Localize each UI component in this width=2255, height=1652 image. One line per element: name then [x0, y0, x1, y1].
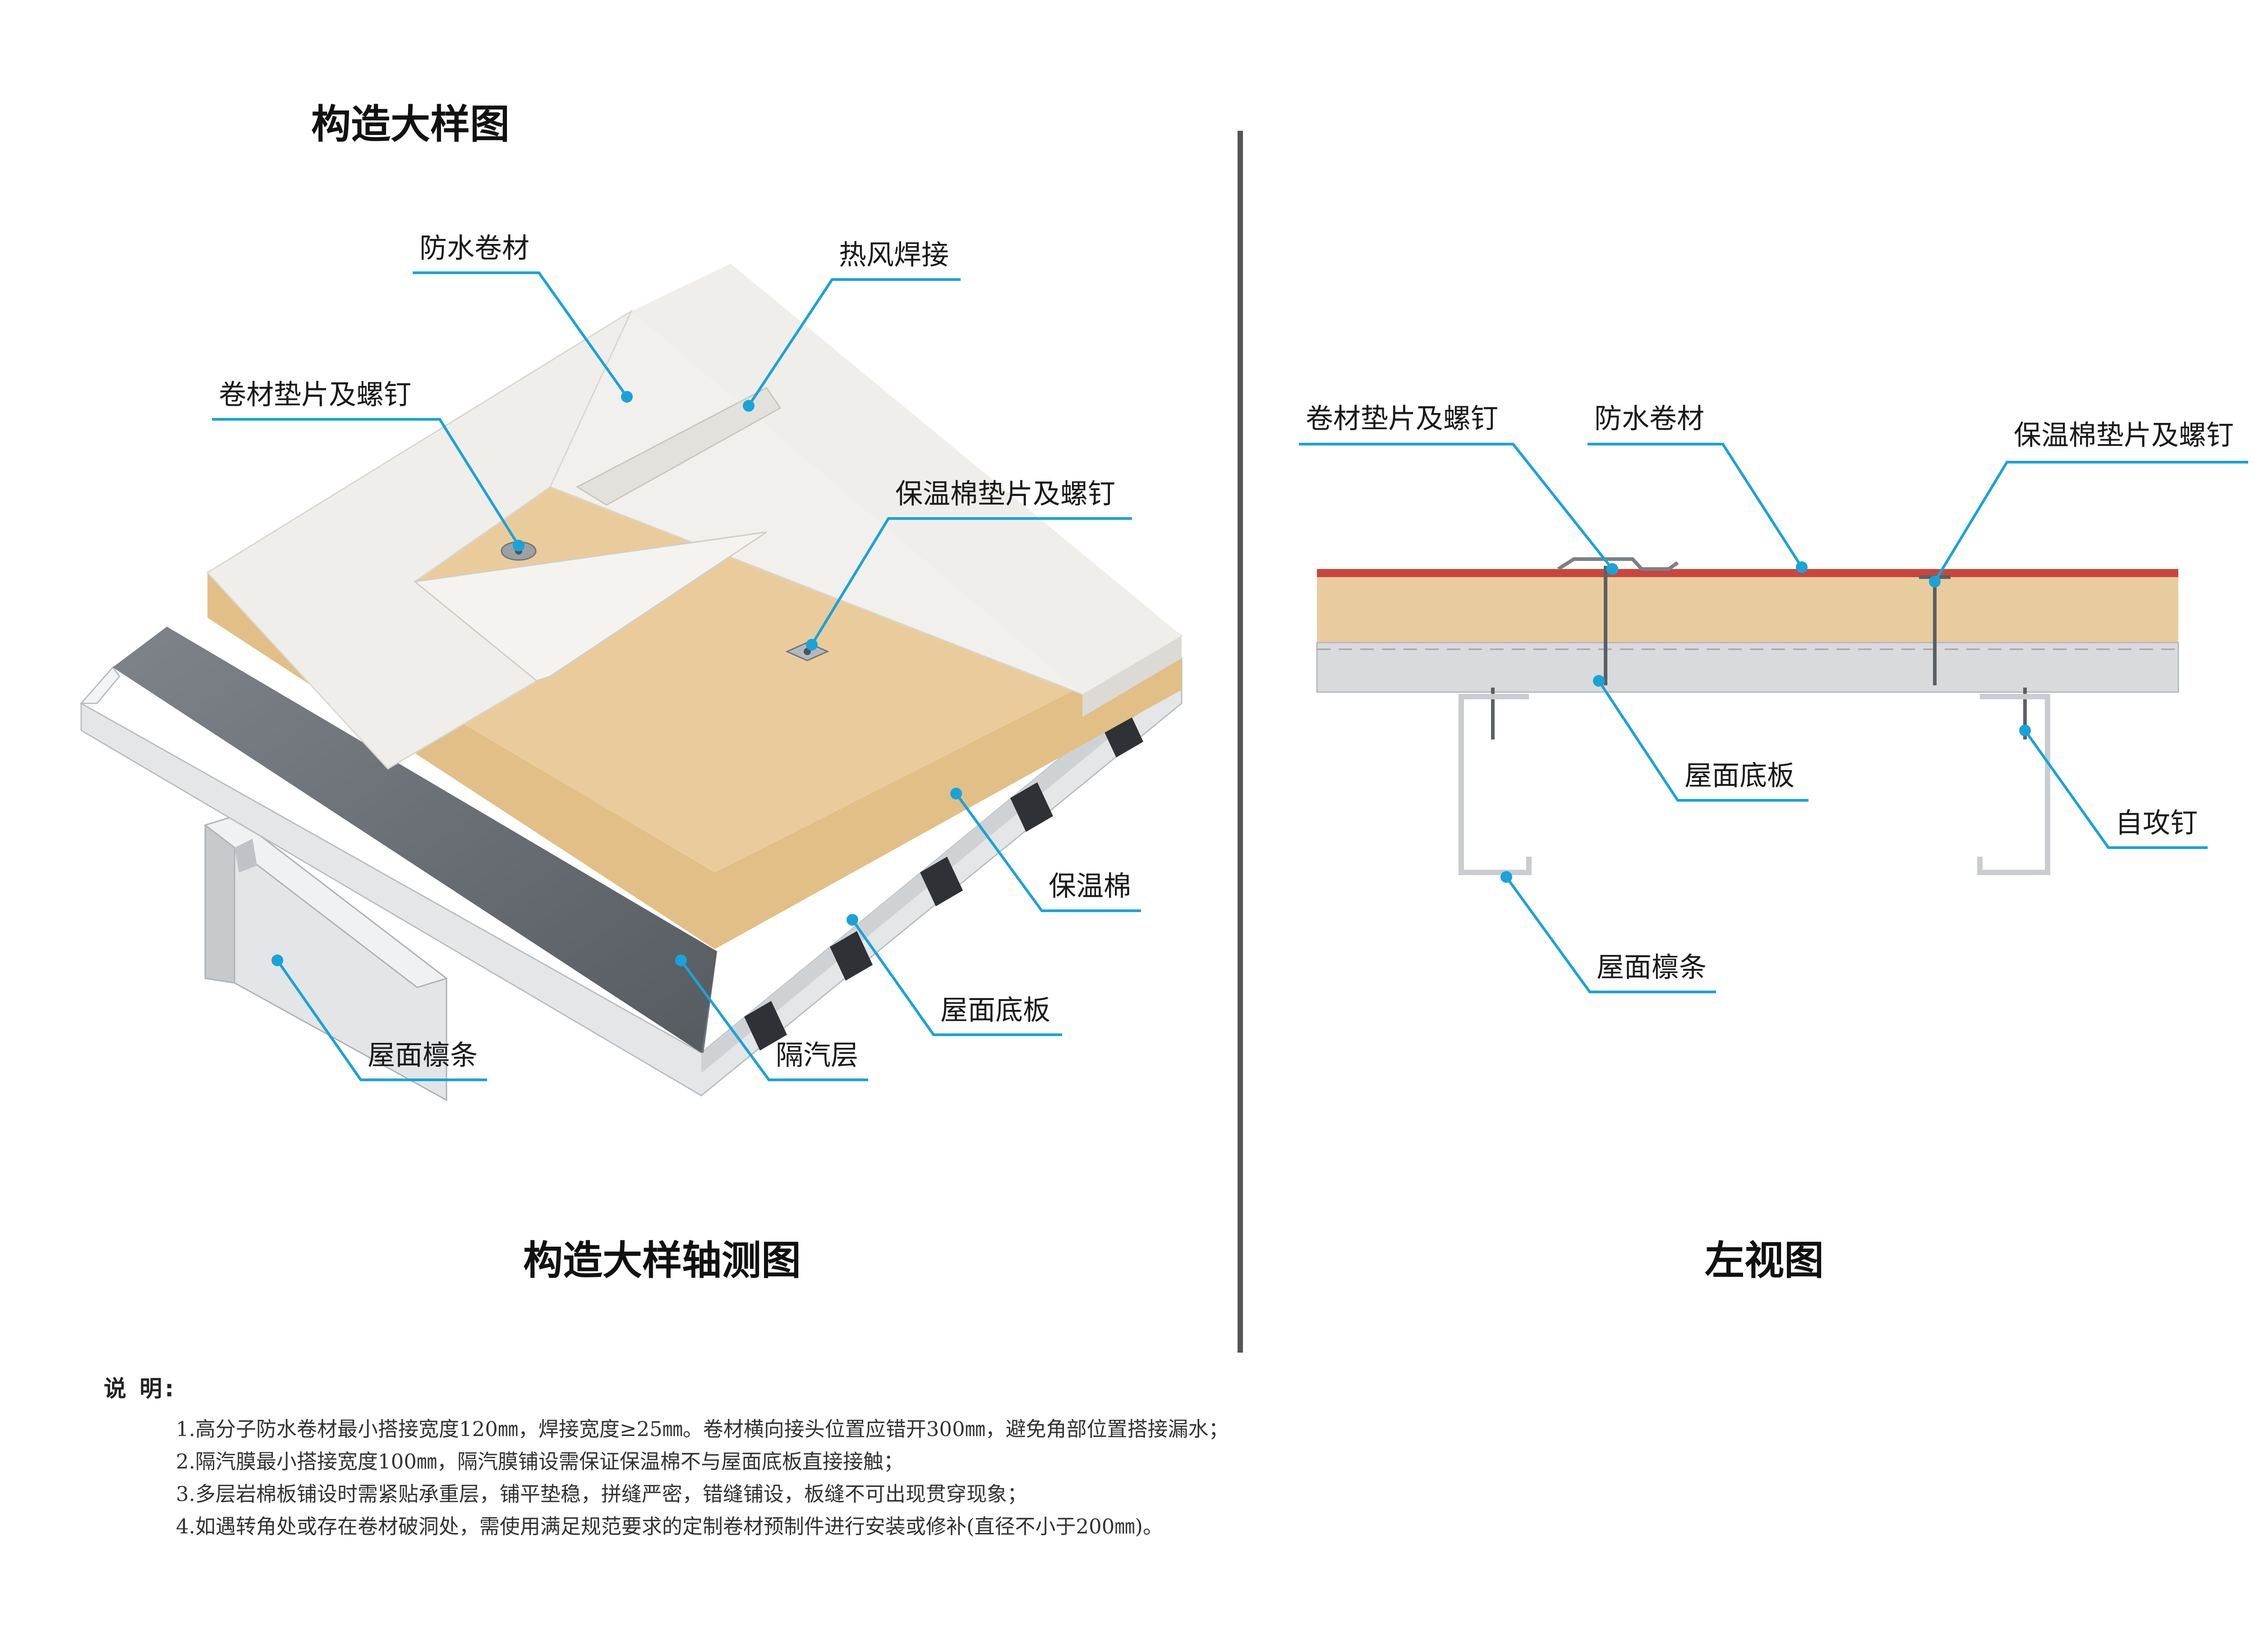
- leader-lv-self-tapping-screw: [2024, 730, 2208, 849]
- leader-lv-insulation-washer-screw: [1933, 461, 2248, 583]
- label-insulation-washer-screw: 保温棉垫片及螺钉: [895, 478, 1116, 510]
- leader-lv-membrane-washer-screw-dot: [1606, 563, 1618, 575]
- deck-section: [1316, 642, 2179, 693]
- label-lv-membrane-washer-screw: 卷材垫片及螺钉: [1306, 403, 1499, 435]
- leader-membrane-washer-screw: [212, 418, 520, 546]
- leader-lv-waterproof-membrane: [1588, 443, 1803, 568]
- purlin-section-right: [1977, 694, 2050, 875]
- label-roof-deck: 屋面底板: [940, 994, 1051, 1026]
- label-waterproof-membrane: 防水卷材: [419, 232, 530, 264]
- leader-lv-waterproof-membrane-dot: [1796, 561, 1808, 573]
- purlin-section-left: [1459, 694, 1532, 875]
- leader-lv-roof-purlin-dot: [1500, 871, 1512, 883]
- leader-vapor-barrier-dot: [675, 954, 687, 966]
- leader-insulation-washer-screw: [810, 517, 1132, 646]
- label-lv-roof-purlin: 屋面檩条: [1597, 951, 1707, 983]
- insulation-washer-screw-3d: [785, 642, 829, 661]
- leader-roof-purlin-dot: [272, 954, 283, 966]
- axonometric-drawing: [79, 264, 1183, 1101]
- leader-hot-air-welding: [747, 278, 961, 407]
- leader-insulation-wool: [955, 793, 1141, 912]
- label-lv-self-tapping-screw: 自攻钉: [2115, 807, 2198, 839]
- leader-insulation-wool-dot: [950, 788, 962, 799]
- note-item-1: 1.高分子防水卷材最小搭接宽度120㎜，焊接宽度≥25㎜。卷材横向接头位置应错开…: [176, 1417, 1229, 1441]
- leader-roof-deck: [851, 919, 1062, 1036]
- membrane-section: [1317, 569, 2178, 577]
- main-title: 构造大样图: [311, 101, 510, 147]
- note-item-2: 2.隔汽膜最小搭接宽度100㎜，隔汽膜铺设需保证保温棉不与屋面底板直接接触；: [176, 1450, 904, 1473]
- note-item-3: 3.多层岩棉板铺设时需紧贴承重层，铺平垫稳，拼缝严密，错缝铺设，板缝不可出现贯穿…: [176, 1482, 1027, 1506]
- leader-roof-purlin: [276, 959, 487, 1081]
- leader-lv-roof-purlin: [1505, 876, 1716, 993]
- leader-lv-roof-deck-dot: [1593, 675, 1605, 687]
- leader-insulation-washer-screw-dot: [806, 639, 818, 651]
- notes-section: 说 明: 1.高分子防水卷材最小搭接宽度120㎜，焊接宽度≥25㎜。卷材横向接头…: [104, 1371, 1457, 1543]
- label-roof-purlin: 屋面檩条: [368, 1039, 478, 1071]
- label-lv-waterproof-membrane: 防水卷材: [1594, 403, 1705, 435]
- leader-lv-roof-deck: [1597, 680, 1809, 802]
- leader-waterproof-membrane-dot: [621, 391, 633, 403]
- left-view-drawing: [1316, 557, 2179, 875]
- insulation-section: [1317, 577, 2178, 642]
- leader-roof-deck-dot: [847, 914, 858, 926]
- leader-lv-insulation-washer-screw-dot: [1929, 576, 1941, 587]
- membrane-3d: [206, 264, 1183, 770]
- note-item-4: 4.如遇转角处或存在卷材破洞处，需使用满足规范要求的定制卷材预制件进行安装或修补…: [176, 1514, 1163, 1538]
- leader-vapor-barrier: [680, 959, 868, 1081]
- axonometric-title: 构造大样轴测图: [523, 1237, 801, 1284]
- label-hot-air-welding: 热风焊接: [839, 239, 949, 271]
- leader-lv-membrane-washer-screw: [1299, 443, 1614, 570]
- leader-hot-air-welding-dot: [743, 400, 755, 412]
- purlin-3d: [203, 814, 448, 1101]
- label-lv-insulation-washer-screw: 保温棉垫片及螺钉: [2014, 419, 2234, 451]
- label-insulation-wool: 保温棉: [1049, 870, 1132, 902]
- left-view-title: 左视图: [1705, 1237, 1824, 1284]
- leader-waterproof-membrane: [413, 271, 628, 398]
- leader-lv-self-tapping-screw-dot: [2019, 725, 2031, 736]
- leader-membrane-washer-screw-dot: [513, 540, 525, 551]
- label-vapor-barrier: 隔汽层: [776, 1039, 859, 1071]
- lap-plate-section: [1557, 557, 1679, 571]
- notes-heading: 说 明:: [104, 1376, 177, 1402]
- label-membrane-washer-screw: 卷材垫片及螺钉: [219, 379, 412, 411]
- label-lv-roof-deck: 屋面底板: [1684, 760, 1795, 792]
